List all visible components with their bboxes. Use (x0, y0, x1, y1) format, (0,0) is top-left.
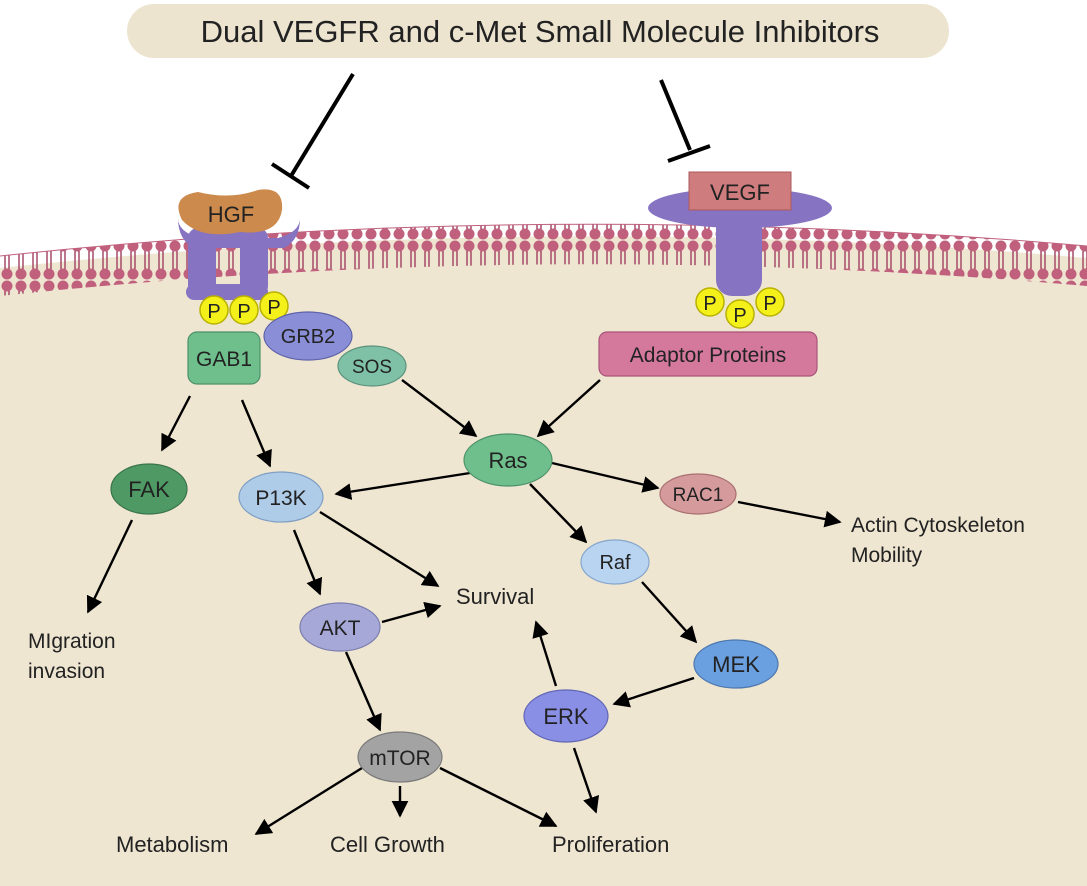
svg-text:RAC1: RAC1 (673, 485, 724, 506)
svg-text:P: P (237, 301, 250, 323)
arrow-pi3k-survival (319, 510, 440, 588)
svg-text:MEK: MEK (712, 652, 760, 677)
svg-text:GAB1: GAB1 (196, 348, 252, 371)
arrow-sos-ras (401, 379, 478, 438)
svg-text:Adaptor Proteins: Adaptor Proteins (630, 344, 786, 367)
outcome-migration: MIgration (28, 630, 116, 653)
outcome-survival: Survival (456, 584, 534, 609)
arrow-erk-proliferation (572, 747, 600, 814)
arrow-fak-migration (86, 519, 134, 614)
node-sos: SOS (337, 345, 407, 387)
svg-text:P: P (207, 301, 220, 323)
inhibition-vegfr (659, 79, 711, 163)
svg-text:GRB2: GRB2 (281, 326, 335, 348)
svg-text:ERK: ERK (543, 704, 589, 729)
outcome-cell-growth: Cell Growth (330, 832, 445, 857)
svg-text:mTOR: mTOR (369, 747, 430, 770)
outcome-actin-cytoskeleton: Actin Cytoskeleton (851, 514, 1025, 537)
outcome-proliferation: Proliferation (552, 832, 669, 857)
arrow-akt-survival (381, 601, 442, 624)
node-mek: MEK (693, 639, 779, 689)
arrow-pi3k-akt (292, 529, 323, 596)
inhibition-cmet (270, 72, 355, 190)
arrow-mtor-metabolism (254, 766, 363, 836)
node-rac1: RAC1 (659, 473, 737, 515)
node-mtor: mTOR (357, 731, 443, 783)
vegfr-phospho-2: P (725, 299, 755, 329)
title-box (127, 4, 949, 58)
arrow-rac1-actin (737, 500, 842, 528)
cell-body (0, 236, 1087, 886)
svg-text:P: P (763, 293, 776, 315)
cmet-phospho-1: P (199, 295, 229, 325)
arrow-gab1-fak (160, 395, 192, 452)
arrow-mek-erk (612, 676, 695, 708)
svg-text:SOS: SOS (352, 357, 392, 378)
node-grb2: GRB2 (263, 311, 353, 361)
node-akt: AKT (299, 602, 381, 652)
arrow-ras-rac1 (551, 461, 660, 493)
outcome-invasion: invasion (28, 660, 105, 683)
arrow-ras-pi3k (334, 471, 471, 500)
vegfr-phospho-3: P (755, 287, 785, 317)
node-gab1: GAB1 (187, 331, 261, 385)
vegf-ligand: VEGF (688, 171, 792, 211)
diagram-title: Dual VEGFR and c-Met Small Molecule Inhi… (201, 14, 880, 49)
arrow-erk-survival (532, 620, 558, 687)
outcome-mobility: Mobility (851, 544, 923, 567)
vegf-label: VEGF (710, 180, 770, 205)
hgf-label: HGF (208, 202, 254, 227)
node-erk: ERK (523, 689, 609, 743)
svg-text:P13K: P13K (255, 487, 306, 510)
svg-text:Raf: Raf (599, 552, 631, 574)
svg-text:P: P (733, 305, 746, 327)
arrow-gab1-pi3k (240, 399, 272, 468)
svg-text:AKT: AKT (320, 617, 361, 640)
node-pi3k: P13K (238, 471, 324, 523)
arrow-adaptor-ras (536, 379, 601, 438)
outcome-metabolism: Metabolism (116, 832, 228, 857)
node-raf: Raf (580, 539, 650, 585)
hgf-ligand: HGF (178, 189, 283, 235)
arrow-raf-mek (641, 581, 698, 644)
svg-text:Ras: Ras (488, 448, 527, 473)
arrow-akt-mtor (344, 651, 382, 732)
vegfr-phospho-1: P (695, 287, 725, 317)
svg-text:P: P (703, 293, 716, 315)
svg-text:FAK: FAK (128, 477, 170, 502)
arrow-mtor-proliferation (439, 766, 558, 828)
arrow-ras-raf (529, 483, 588, 544)
cmet-phospho-2: P (229, 295, 259, 325)
node-adaptor-proteins: Adaptor Proteins (598, 331, 818, 377)
node-fak: FAK (110, 463, 188, 515)
svg-text:P: P (267, 297, 280, 319)
node-ras: Ras (463, 433, 553, 487)
cmet-phospho-3: P (259, 291, 289, 321)
